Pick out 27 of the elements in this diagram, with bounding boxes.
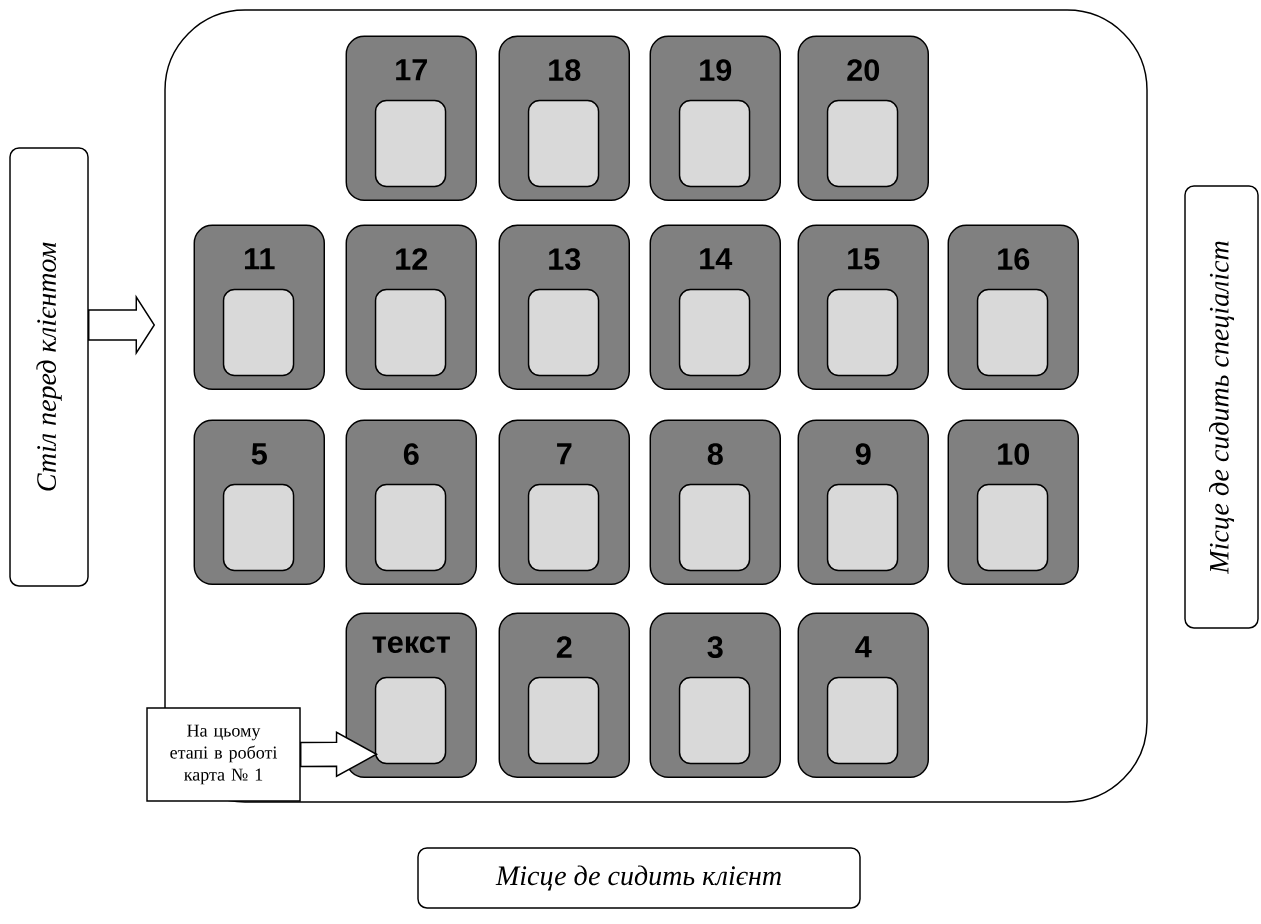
card: 10: [947, 419, 1079, 585]
card: 8: [649, 419, 781, 585]
block-arrow: [88, 294, 156, 356]
card: 5: [193, 419, 325, 585]
label-box: Стіл перед клієнтом: [9, 147, 89, 587]
card: 14: [649, 224, 781, 390]
card: 7: [498, 419, 630, 585]
card: 18: [498, 35, 630, 201]
card: 16: [947, 224, 1079, 390]
card: 3: [649, 612, 781, 778]
card: 13: [498, 224, 630, 390]
card: 11: [193, 224, 325, 390]
card: текст: [345, 612, 477, 778]
card: 17: [345, 35, 477, 201]
card: 12: [345, 224, 477, 390]
card: 2: [498, 612, 630, 778]
card: 6: [345, 419, 477, 585]
card: 20: [797, 35, 929, 201]
label-box: Місце де сидить спеціаліст: [1184, 185, 1259, 629]
callout-box: На цьому етапі в роботі карта № 1: [146, 707, 301, 802]
card: 9: [797, 419, 929, 585]
card: 15: [797, 224, 929, 390]
card: 4: [797, 612, 929, 778]
table-area: [164, 9, 1148, 803]
block-arrow: [300, 731, 379, 778]
label-box: Місце де сидить клієнт: [417, 847, 861, 909]
card: 19: [649, 35, 781, 201]
